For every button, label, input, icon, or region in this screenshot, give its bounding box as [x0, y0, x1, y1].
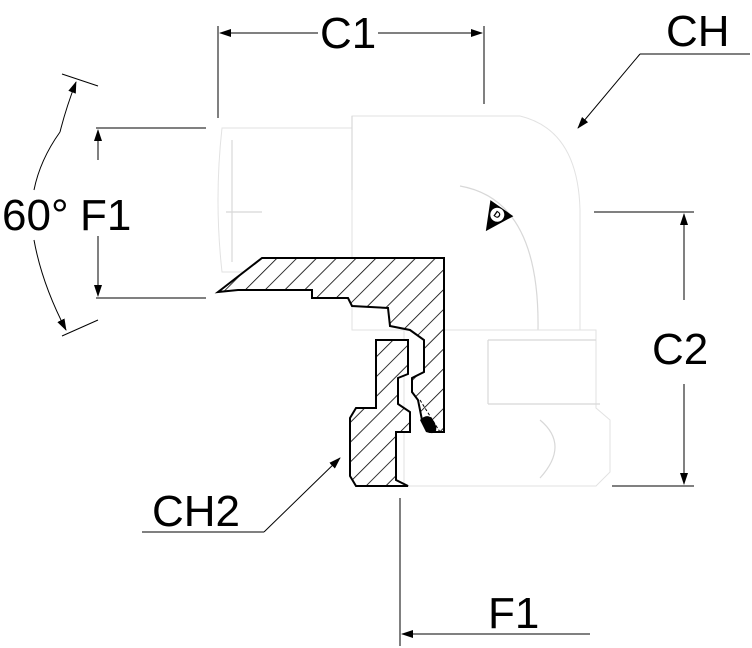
label-ch2: CH2 [152, 487, 240, 536]
svg-text:D: D [492, 209, 503, 221]
label-f1-left: F1 [80, 191, 131, 240]
dunlop-d-logo: D [485, 200, 514, 232]
cross-section [214, 257, 445, 487]
dimension-c2 [594, 211, 694, 487]
label-c2: C2 [652, 325, 708, 374]
lower-nut-body [403, 329, 611, 487]
leader-ch2 [142, 457, 341, 533]
label-f1-bottom: F1 [488, 589, 539, 638]
label-angle: 60° [2, 191, 69, 240]
dimension-f1-left [94, 127, 206, 299]
dimension-c1 [217, 26, 485, 118]
section-nut-wall [349, 339, 411, 487]
dimension-angle [33, 73, 99, 337]
leader-ch [577, 53, 750, 129]
left-port-body [217, 127, 353, 273]
label-ch: CH [666, 7, 730, 56]
dimension-f1-bottom [399, 498, 590, 646]
label-c1: C1 [320, 9, 376, 58]
section-elbow-wall [214, 257, 445, 433]
o-ring-seal [420, 416, 437, 434]
